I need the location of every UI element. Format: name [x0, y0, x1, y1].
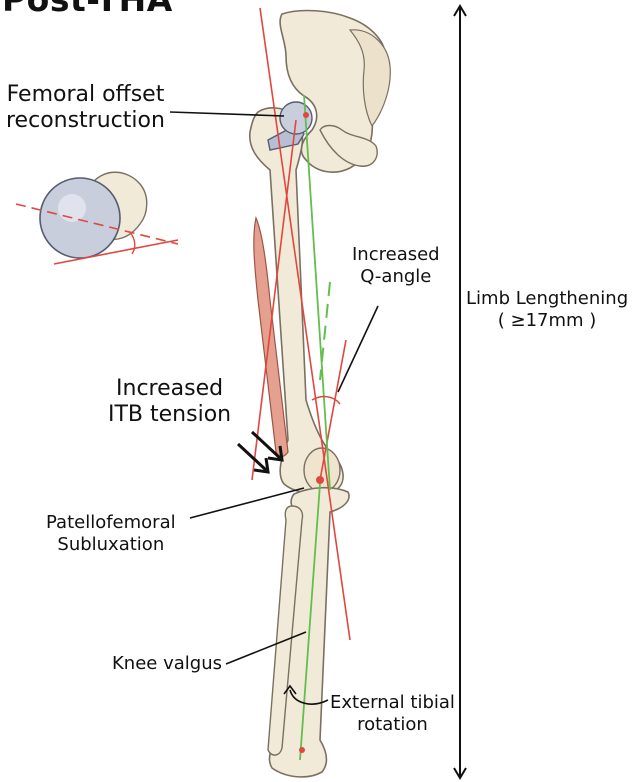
label-q-angle: Increased Q-angle	[352, 244, 440, 287]
hip-center-dot	[303, 112, 309, 118]
label-q-angle-line2: Q-angle	[352, 266, 440, 288]
label-patellofemoral-line1: Patellofemoral	[46, 512, 176, 534]
label-q-angle-line1: Increased	[352, 244, 440, 266]
label-femoral-offset-line2: reconstruction	[6, 108, 165, 134]
femoral-head-implant	[280, 102, 312, 134]
knee-center-dot	[316, 476, 324, 484]
label-limb-lengthening-line1: Limb Lengthening	[466, 288, 628, 310]
label-patellofemoral-line2: Subluxation	[46, 534, 176, 556]
label-tibial-rotation-line2: rotation	[330, 714, 455, 736]
diagram-title: Post-THA	[2, 0, 173, 20]
label-femoral-offset-line1: Femoral offset	[6, 82, 165, 108]
label-tibial-rotation-line1: External tibial	[330, 692, 455, 714]
inset-angle-arc	[130, 232, 135, 254]
label-tibial-rotation: External tibial rotation	[330, 692, 455, 735]
label-patellofemoral: Patellofemoral Subluxation	[46, 512, 176, 555]
label-limb-lengthening: Limb Lengthening ( ≥17mm )	[466, 288, 628, 331]
itb-arrow-1	[238, 444, 266, 470]
label-knee-valgus: Knee valgus	[112, 653, 222, 675]
label-itb-tension: Increased ITB tension	[108, 376, 231, 429]
label-femoral-offset: Femoral offset reconstruction	[6, 82, 165, 135]
label-itb-tension-line2: ITB tension	[108, 402, 231, 428]
label-itb-tension-line1: Increased	[108, 376, 231, 402]
ankle-center-dot	[299, 747, 305, 753]
label-limb-lengthening-line2: ( ≥17mm )	[466, 310, 628, 332]
